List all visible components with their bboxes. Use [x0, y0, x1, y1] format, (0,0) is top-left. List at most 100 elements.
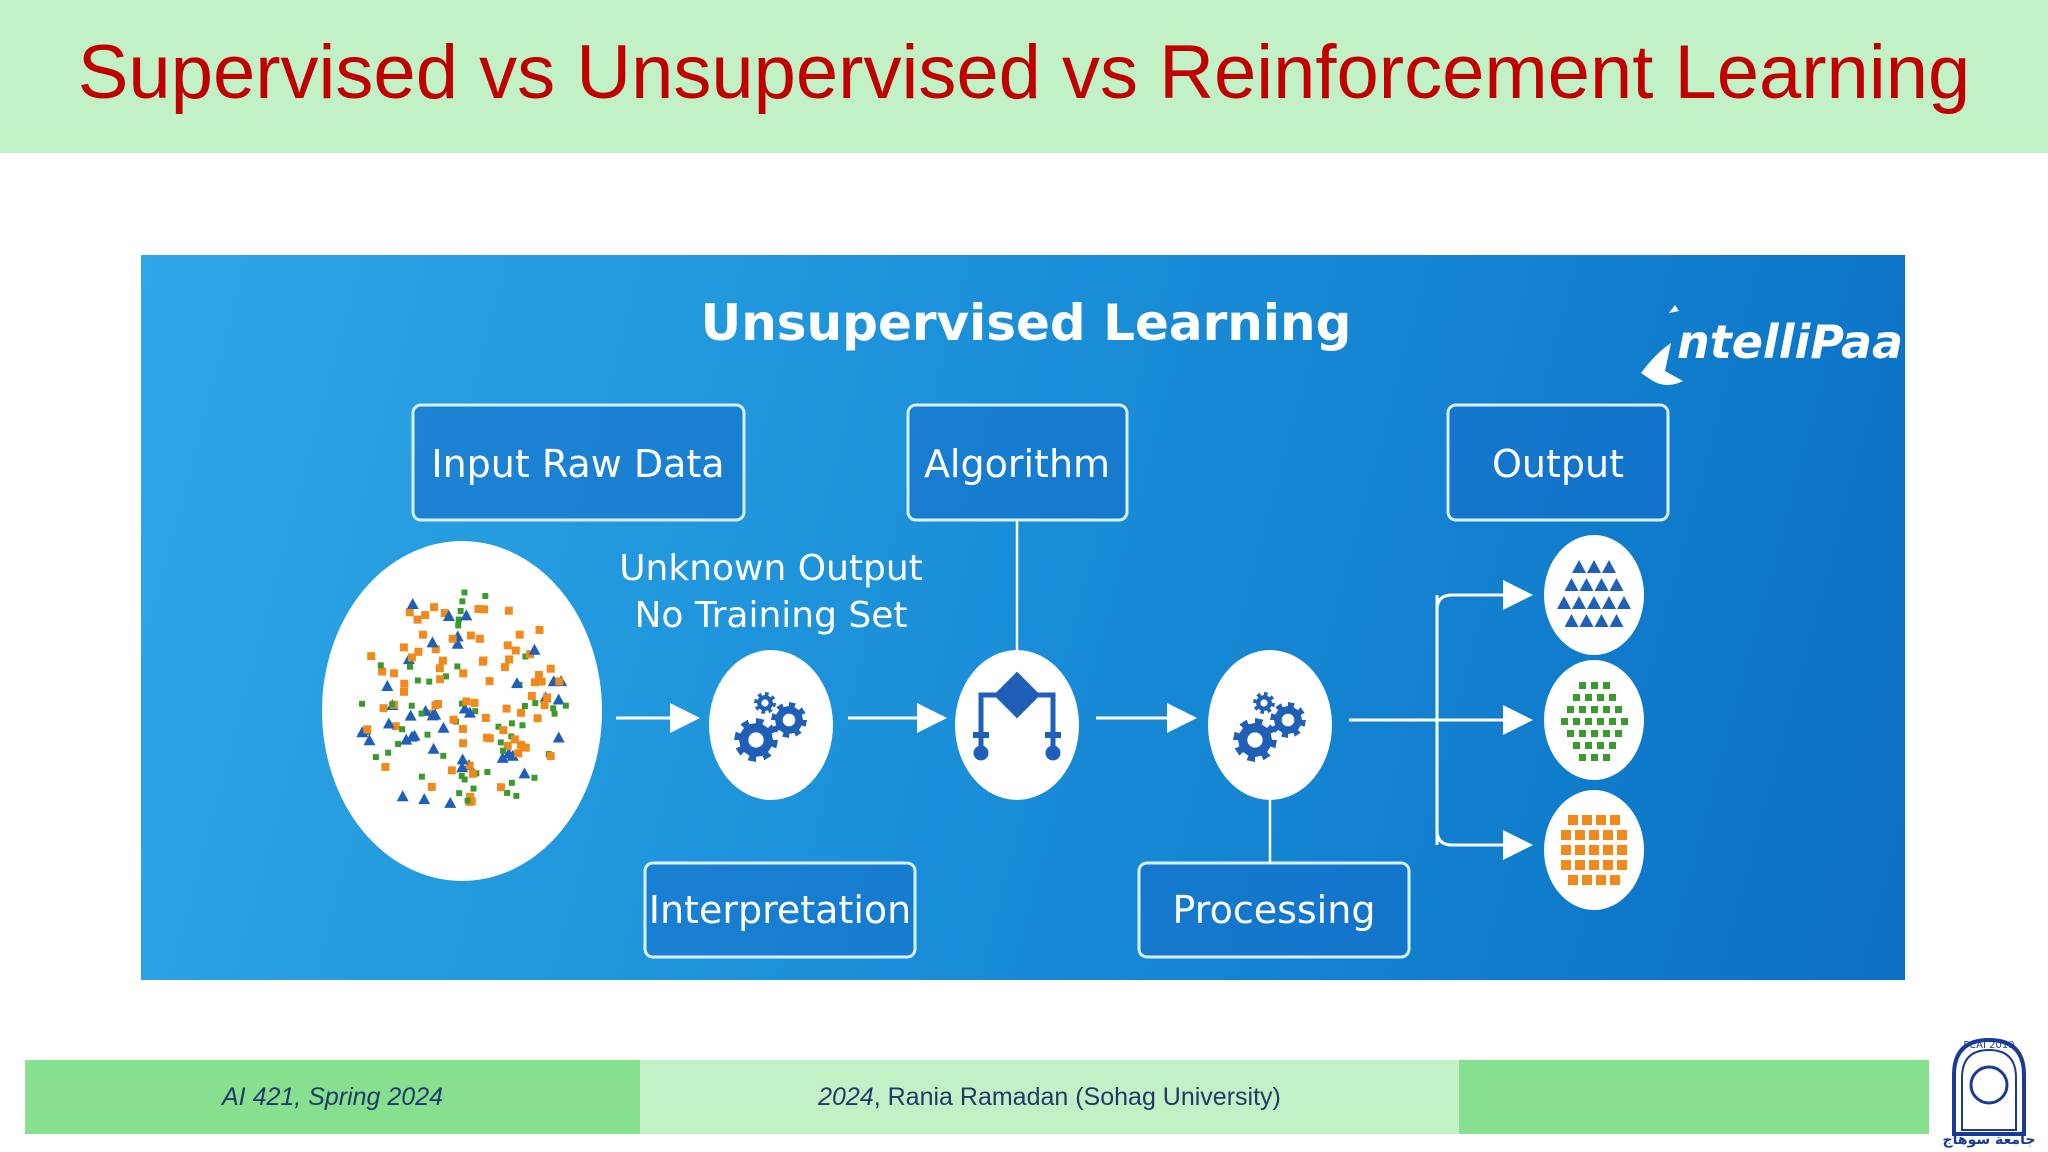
input-raw-data-label: Input Raw Data — [431, 442, 724, 486]
dot-mark — [399, 726, 406, 733]
square-mark — [479, 656, 488, 665]
dot-mark — [1603, 754, 1610, 761]
decision-tree-icon — [973, 671, 1061, 761]
square-mark — [418, 630, 427, 639]
square-mark — [1603, 860, 1613, 870]
square-mark — [438, 656, 447, 665]
square-mark — [367, 652, 376, 661]
square-mark — [1610, 875, 1620, 885]
footer-course: AI 421, Spring 2024 — [25, 1060, 640, 1134]
dot-mark — [414, 677, 421, 684]
square-mark — [468, 769, 477, 778]
square-mark — [1568, 875, 1578, 885]
dot-mark — [1573, 694, 1580, 701]
gear-hole — [1281, 713, 1295, 727]
triangle-mark — [426, 636, 439, 648]
square-mark — [1575, 830, 1585, 840]
square-mark — [436, 675, 445, 684]
square-mark — [496, 783, 505, 792]
triangle-mark — [1557, 596, 1571, 609]
dot-mark — [562, 702, 569, 709]
square-mark — [1617, 860, 1627, 870]
triangle-mark — [1564, 614, 1579, 627]
square-mark — [530, 678, 539, 687]
algorithm-label: Algorithm — [924, 442, 1110, 486]
dot-mark — [500, 747, 507, 754]
output-box: Output — [1446, 403, 1670, 522]
dot-mark — [1615, 706, 1622, 713]
square-mark — [500, 663, 509, 672]
square-mark — [1610, 815, 1620, 825]
triangle-mark — [552, 731, 565, 743]
dot-mark — [1591, 706, 1598, 713]
square-mark — [447, 766, 456, 775]
square-mark — [555, 677, 564, 686]
dot-mark — [1573, 718, 1580, 725]
dot-mark — [1585, 694, 1592, 701]
dot-mark — [1567, 706, 1574, 713]
gear-hole — [1260, 699, 1268, 707]
square-mark — [533, 714, 542, 723]
square-mark — [1561, 830, 1571, 840]
dot-mark — [464, 797, 471, 804]
dot-mark — [1615, 730, 1622, 737]
interpretation-label: Interpretation — [649, 888, 911, 932]
square-mark — [1589, 830, 1599, 840]
university-logo: FCAI 2019 جامعة سوهاج — [1943, 1037, 2035, 1148]
square-mark — [407, 653, 416, 662]
square-mark — [399, 643, 408, 652]
triangle-mark — [1602, 560, 1616, 573]
footer-year: 2024 — [818, 1082, 874, 1111]
footer-blank — [1459, 1060, 1929, 1134]
square-mark — [1568, 815, 1578, 825]
square-mark — [399, 687, 408, 696]
square-mark — [546, 664, 555, 673]
dot-mark — [522, 653, 529, 660]
dot-mark — [519, 722, 526, 729]
dot-mark — [424, 731, 431, 738]
square-mark — [421, 611, 430, 620]
brand-name: ntelliPaat — [1677, 315, 1905, 369]
square-mark — [1617, 830, 1627, 840]
square-mark — [363, 725, 372, 734]
square-mark — [414, 647, 423, 656]
dot-mark — [455, 616, 462, 623]
dot-mark — [1597, 694, 1604, 701]
triangle-mark — [427, 742, 440, 754]
dot-mark — [508, 720, 515, 727]
triangle-mark — [437, 721, 450, 733]
square-mark — [540, 701, 549, 710]
triangle-mark — [442, 609, 455, 621]
square-mark — [391, 722, 400, 731]
square-mark — [510, 735, 519, 744]
square-mark — [485, 677, 494, 686]
square-mark — [505, 655, 514, 664]
square-mark — [546, 752, 555, 761]
square-mark — [430, 603, 439, 612]
triangle-mark — [518, 767, 531, 779]
dot-mark — [457, 607, 464, 614]
dot-mark — [1591, 754, 1598, 761]
triangle-mark — [510, 677, 523, 689]
gears-icon — [734, 692, 807, 762]
triangle-mark — [363, 734, 376, 746]
dot-mark — [1609, 742, 1616, 749]
dot-mark — [497, 739, 504, 746]
gear-hole — [761, 699, 769, 707]
square-mark — [459, 739, 468, 748]
square-mark — [511, 646, 520, 655]
dot-mark — [1567, 730, 1574, 737]
square-mark — [502, 704, 511, 713]
square-mark — [1589, 845, 1599, 855]
triangle-mark — [418, 793, 431, 805]
triangle-mark — [1587, 596, 1601, 609]
triangle-mark — [444, 796, 457, 808]
square-mark — [427, 782, 436, 791]
dot-mark — [1603, 682, 1610, 689]
triangle-mark — [382, 717, 395, 729]
dot-mark — [440, 752, 447, 759]
dot-cluster-marks — [1561, 682, 1628, 761]
square-mark — [503, 641, 512, 650]
square-mark — [475, 634, 484, 643]
dot-mark — [408, 702, 415, 709]
